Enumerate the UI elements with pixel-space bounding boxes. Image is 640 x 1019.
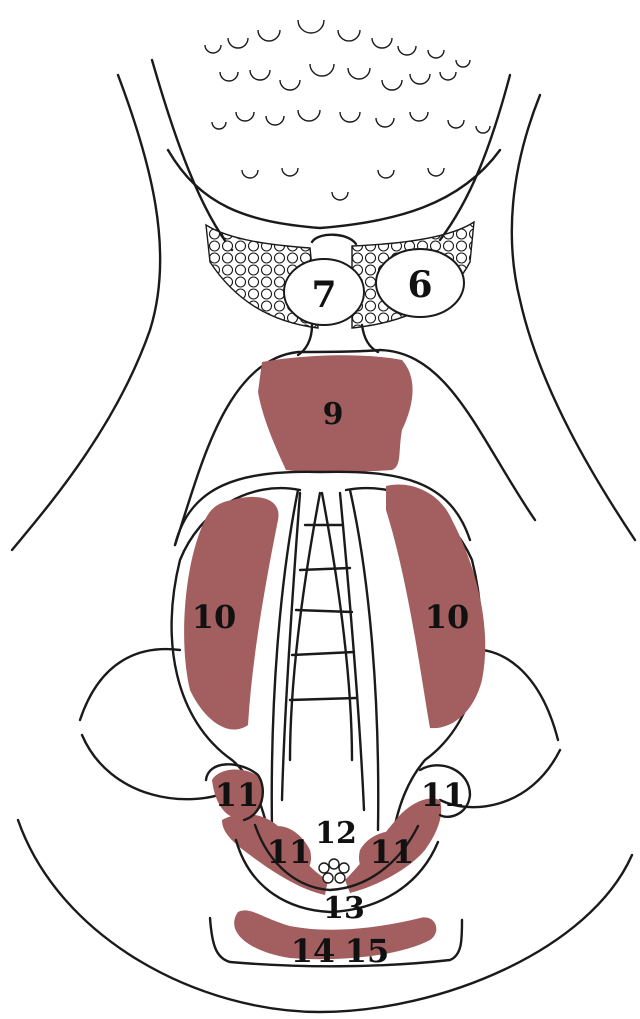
- label-14: 14: [291, 932, 336, 970]
- label-7: 7: [311, 274, 336, 316]
- left-lateral-wing: [80, 649, 180, 720]
- label-10-right: 10: [425, 598, 470, 636]
- u-marks: [205, 20, 490, 200]
- neck-right: [362, 325, 378, 352]
- left-inner-contour: [152, 60, 232, 250]
- neck-left: [298, 325, 312, 355]
- right-outer-contour: [512, 95, 635, 540]
- left-outer-contour: [12, 75, 160, 550]
- label-11-inner-left: 11: [267, 833, 312, 871]
- side-tracts: [80, 488, 560, 840]
- structure-12-knot: [319, 859, 349, 883]
- label-15: 15: [345, 932, 390, 970]
- head-lower-border: [168, 150, 500, 228]
- label-6: 6: [407, 264, 432, 306]
- right-inner-contour: [440, 75, 510, 240]
- ladder-inner-left: [290, 493, 320, 760]
- central-stem: [312, 235, 356, 244]
- head-region: [168, 20, 500, 228]
- rung-4: [292, 652, 354, 655]
- ladder-inner-right: [322, 493, 352, 760]
- label-11-outer-right: 11: [421, 776, 466, 814]
- label-11-outer-left: 11: [215, 776, 260, 814]
- rung-5: [290, 698, 356, 700]
- left-lower-contour: [82, 735, 232, 799]
- left-tract-inner: [272, 490, 298, 830]
- label-11-inner-right: 11: [370, 833, 415, 871]
- label-13: 13: [323, 891, 365, 926]
- label-9: 9: [323, 397, 344, 432]
- label-12: 12: [315, 816, 357, 851]
- label-10-left: 10: [192, 598, 237, 636]
- rung-3: [296, 610, 352, 612]
